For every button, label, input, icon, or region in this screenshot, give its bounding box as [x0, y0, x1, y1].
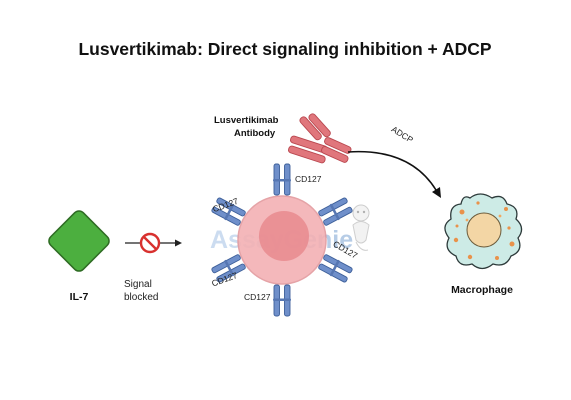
adcp-arrow [347, 150, 441, 198]
receptor-upper-left [211, 197, 246, 226]
signal-label-line2: blocked [124, 292, 158, 303]
il7-ligand [48, 210, 110, 272]
receptor-label-top: CD127 [295, 174, 322, 184]
cell-nucleus [259, 211, 309, 261]
antibody-icon [288, 113, 352, 164]
receptor-label-bottom: CD127 [244, 292, 271, 302]
receptor-top [273, 163, 291, 196]
diagram-title: Lusvertikimab: Direct signaling inhibiti… [78, 39, 491, 59]
macrophage-nucleus [466, 212, 502, 248]
target-cell [237, 195, 327, 285]
receptor-upper-right [318, 197, 353, 226]
no-entry-icon [139, 232, 161, 254]
antibody-label-line1: Lusvertikimab [214, 115, 279, 126]
receptor-lower-left [211, 254, 246, 283]
antibody-label-line2: Antibody [234, 128, 276, 139]
adcp-label: ADCP [390, 124, 416, 145]
receptor-bottom [273, 284, 291, 317]
macrophage-label: Macrophage [451, 284, 513, 296]
macrophage [444, 193, 523, 270]
il7-diamond [48, 210, 110, 272]
signal-label-line1: Signal [124, 279, 152, 290]
genie-mascot-icon [352, 204, 370, 251]
receptor-lower-right [318, 254, 353, 283]
il7-label: IL-7 [70, 291, 89, 303]
